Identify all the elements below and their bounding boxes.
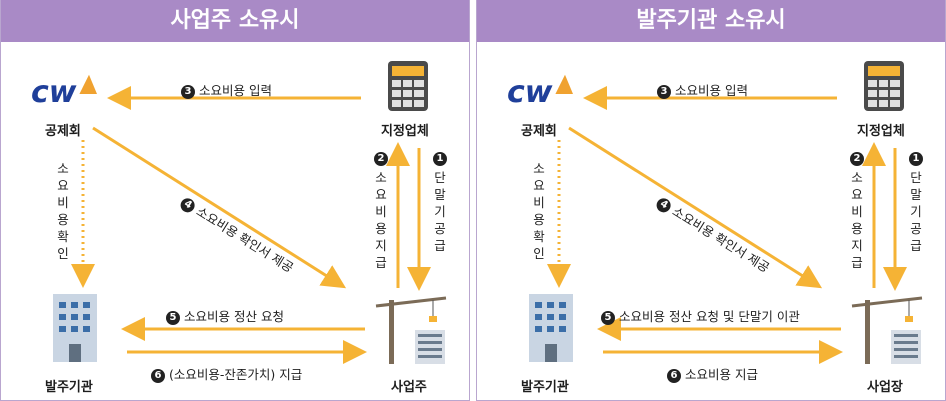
step3-text: 소요비용 입력 (199, 83, 272, 98)
step2-label: 2 소요비용지급 (850, 152, 864, 271)
step2-badge: 2 (374, 152, 388, 166)
step2-text: 소요비용지급 (851, 170, 863, 270)
step2-badge: 2 (850, 152, 864, 166)
step2-label: 2 소요비용지급 (374, 152, 388, 271)
step1-label: 1 단말기공급 (909, 152, 923, 254)
step2-text: 소요비용지급 (375, 170, 387, 270)
arrow-step4 (568, 126, 823, 289)
step3-badge: 3 (181, 85, 195, 99)
label-site: 사업장 (867, 380, 903, 395)
arrow-step4 (92, 126, 347, 289)
step5-text: 소요비용 정산 요청 및 단말기 이관 (619, 309, 800, 324)
step3-text: 소요비용 입력 (675, 83, 748, 98)
label-owner: 발주기관 (45, 380, 93, 395)
step5-badge: 5 (166, 311, 180, 325)
label-cw: 공제회 (521, 124, 557, 139)
step5-badge: 5 (601, 311, 615, 325)
terminal-icon (864, 61, 904, 111)
label-vendor: 지정업체 (381, 124, 429, 139)
building-icon (53, 294, 97, 362)
terminal-icon (388, 61, 428, 111)
step3-label: 3 소요비용 입력 (181, 80, 272, 99)
svg-text:cw: cw (507, 75, 553, 110)
step1-label: 1 단말기공급 (433, 152, 447, 254)
step1-text: 단말기공급 (434, 170, 446, 253)
step1-badge: 1 (909, 152, 923, 166)
flow-arrows (71, 86, 431, 364)
cw-logo: cw (507, 74, 573, 110)
label-site: 사업주 (391, 380, 427, 395)
step1-text: 단말기공급 (910, 170, 922, 253)
label-cw: 공제회 (45, 124, 81, 139)
panel-owner-owned: 사업주 소유시 cw 공제회 지정업체 (0, 0, 470, 401)
step6-label: 6 소요비용 지급 (667, 364, 758, 383)
panel-title: 사업주 소유시 (1, 0, 469, 42)
label-vendor: 지정업체 (857, 124, 905, 139)
svg-text:cw: cw (31, 75, 77, 110)
step3-label: 3 소요비용 입력 (657, 80, 748, 99)
confirm-label: 소요비용확인 (57, 161, 69, 261)
flow-arrows (547, 86, 907, 364)
panel-title: 발주기관 소유시 (477, 0, 945, 42)
step5-label: 5 소요비용 정산 요청 및 단말기 이관 (601, 306, 800, 325)
step6-text: (소요비용-잔존가치) 지급 (169, 367, 303, 382)
cw-logo: cw (31, 74, 97, 110)
confirm-label: 소요비용확인 (533, 161, 545, 261)
building-icon (529, 294, 573, 362)
panel-agency-owned: 발주기관 소유시 cw 공제회 지정업체 발주 (476, 0, 946, 401)
step5-text: 소요비용 정산 요청 (184, 309, 284, 324)
step6-badge: 6 (151, 369, 165, 383)
crane-icon (375, 296, 447, 364)
step6-badge: 6 (667, 369, 681, 383)
step5-label: 5 소요비용 정산 요청 (166, 306, 284, 325)
label-owner: 발주기관 (521, 380, 569, 395)
step6-text: 소요비용 지급 (685, 367, 758, 382)
step6-label: 6 (소요비용-잔존가치) 지급 (151, 364, 302, 383)
crane-icon (851, 296, 923, 364)
step3-badge: 3 (657, 85, 671, 99)
step1-badge: 1 (433, 152, 447, 166)
